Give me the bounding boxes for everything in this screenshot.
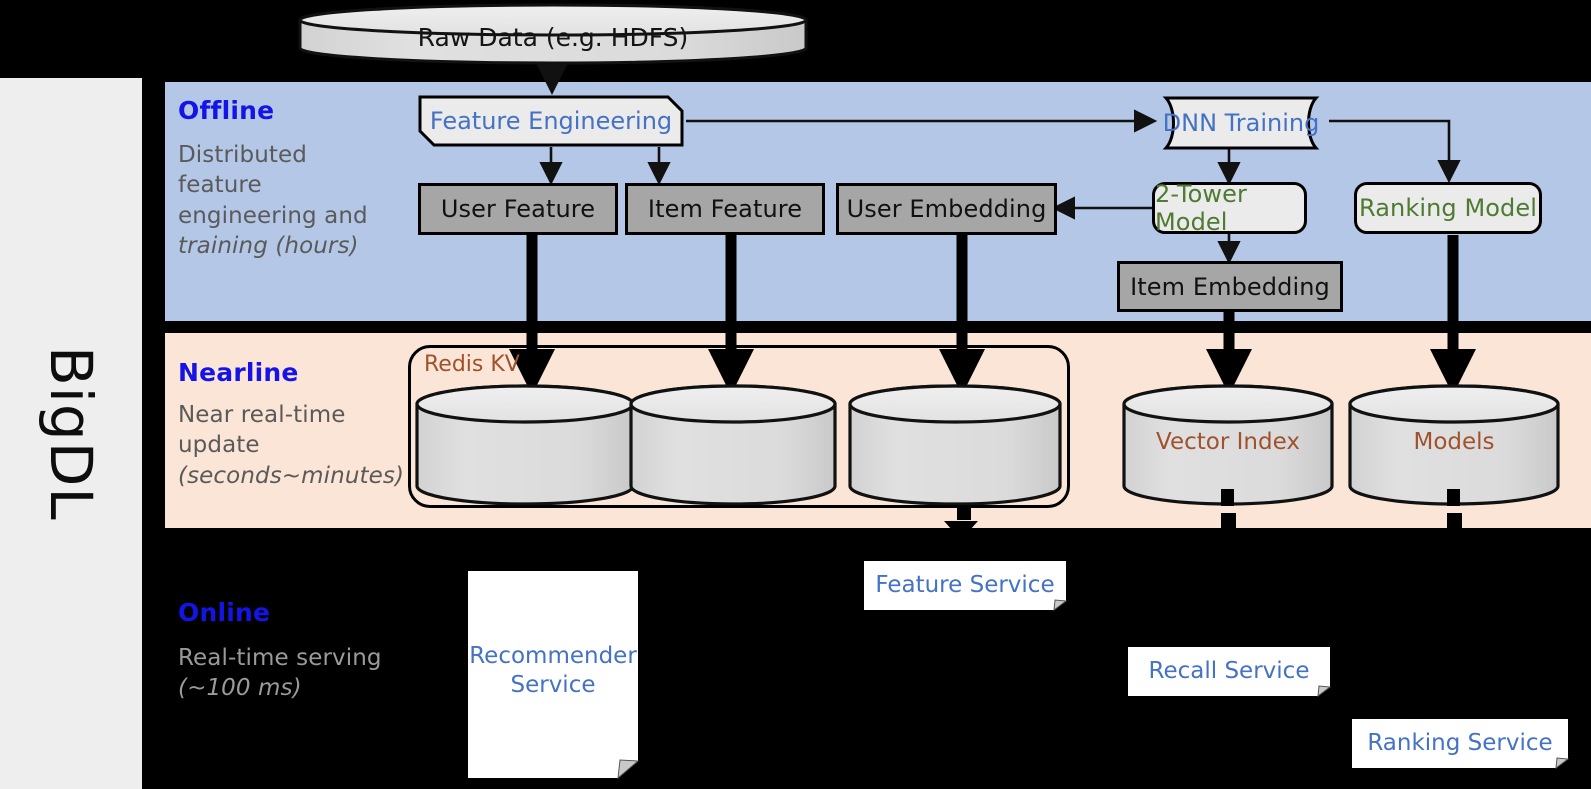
dnn-training-node[interactable]: DNN Training	[1152, 95, 1320, 150]
offline-subtitle-em: training (hours)	[178, 233, 359, 260]
dnn-training-shape	[1162, 96, 1320, 150]
feature-engineering-node[interactable]: Feature Engineering	[418, 95, 684, 147]
vector-index-label: Vector Index	[1124, 429, 1332, 455]
feature-engineering-label: Feature Engineering	[429, 107, 673, 135]
redis-kv-label: Redis KV	[424, 352, 520, 377]
redis-kv-container	[408, 345, 1070, 508]
nearline-subtitle-text: Near real-time update	[178, 402, 346, 459]
models-text: Models	[1413, 429, 1495, 455]
item-embedding-box[interactable]: Item Embedding	[1117, 261, 1343, 312]
feature-engineering-shape	[418, 95, 684, 147]
user-feature-box[interactable]: User Feature	[418, 183, 618, 235]
raw-data-text: Raw Data (e.g. HDFS)	[417, 23, 689, 52]
offline-subtitle: Distributed feature engineering and trai…	[178, 140, 393, 261]
feature-service-label: Feature Service	[875, 572, 1055, 599]
item-embedding-label: Item Embedding	[1130, 272, 1330, 301]
ranking-service-label: Ranking Service	[1367, 730, 1553, 757]
offline-subtitle-text: Distributed feature engineering and	[178, 142, 368, 229]
ranking-model-box[interactable]: Ranking Model	[1354, 182, 1542, 234]
ranking-service-card[interactable]: Ranking Service	[1352, 719, 1570, 770]
recall-service-card[interactable]: Recall Service	[1128, 647, 1332, 698]
user-embedding-box[interactable]: User Embedding	[836, 183, 1057, 235]
ranking-model-label: Ranking Model	[1358, 194, 1538, 222]
online-subtitle-em: (~100 ms)	[178, 675, 302, 702]
two-tower-model-box[interactable]: 2-Tower Model	[1152, 180, 1307, 236]
online-title: Online	[178, 598, 271, 627]
user-embedding-label: User Embedding	[846, 195, 1047, 223]
online-subtitle: Real-time serving (~100 ms)	[178, 643, 408, 704]
recommender-service-label: Recommender Service	[469, 643, 637, 698]
nearline-subtitle: Near real-time update (seconds~minutes)	[178, 400, 418, 491]
nearline-title: Nearline	[178, 358, 299, 387]
offline-title: Offline	[178, 96, 275, 125]
bigdl-sidebar	[0, 78, 142, 789]
feature-service-shape	[864, 561, 1068, 612]
feature-service-card[interactable]: Feature Service	[864, 561, 1068, 612]
recommender-service-shape	[468, 571, 640, 780]
recall-service-shape	[1128, 647, 1332, 698]
nearline-subtitle-em: (seconds~minutes)	[178, 462, 405, 489]
bigdl-brand-label: BigDL	[37, 346, 105, 521]
two-tower-model-label: 2-Tower Model	[1155, 180, 1247, 236]
item-feature-label: Item Feature	[647, 195, 803, 223]
online-subtitle-text: Real-time serving	[178, 645, 382, 671]
models-label: Models	[1350, 429, 1558, 455]
recall-service-label: Recall Service	[1148, 658, 1310, 685]
item-feature-box[interactable]: Item Feature	[625, 183, 825, 235]
recommender-service-card[interactable]: Recommender Service	[468, 571, 640, 780]
dnn-training-label: DNN Training	[1162, 109, 1320, 137]
raw-data-label: Raw Data (e.g. HDFS)	[300, 23, 806, 52]
ranking-service-shape	[1352, 719, 1570, 770]
user-feature-label: User Feature	[440, 195, 596, 223]
vector-index-text: Vector Index	[1156, 429, 1300, 455]
